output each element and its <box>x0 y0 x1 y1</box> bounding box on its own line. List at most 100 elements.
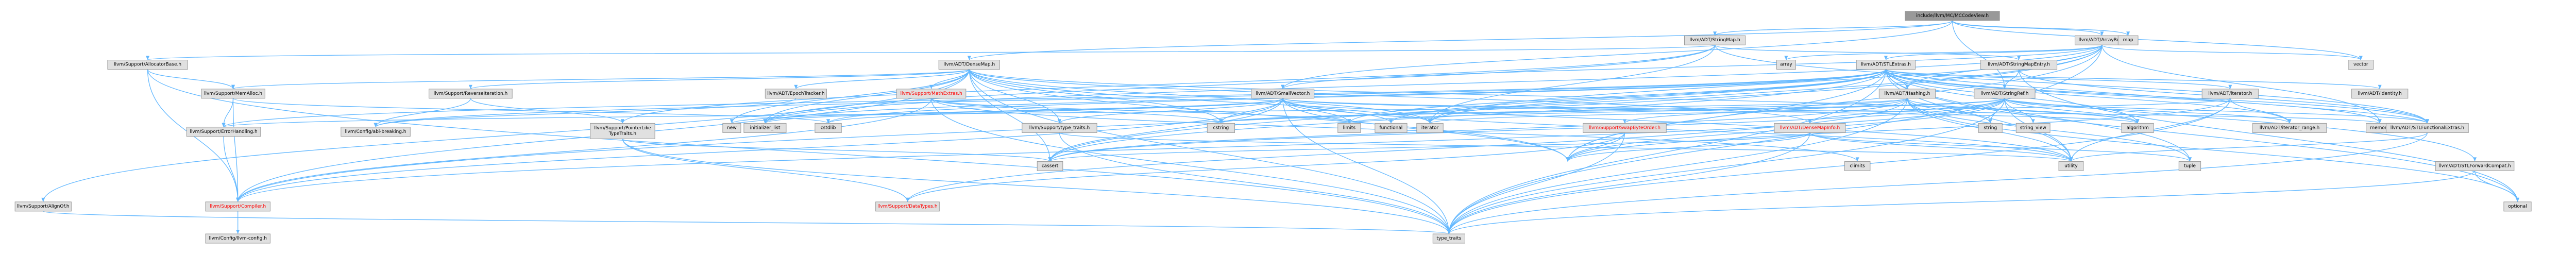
node-string_view[interactable]: string_view <box>2015 123 2050 133</box>
node-map[interactable]: map <box>2117 35 2139 45</box>
node-box <box>429 89 513 99</box>
node-adt_densemap[interactable]: llvm/ADT/DenseMap.h <box>938 60 1000 70</box>
node-adt_stringref[interactable]: llvm/ADT/StringRef.h <box>1974 89 2036 99</box>
node-support_mathextras[interactable]: llvm/Support/MathExtras.h <box>896 89 967 99</box>
node-support_errorhandling[interactable]: llvm/Support/ErrorHandling.h <box>186 127 261 137</box>
node-new[interactable]: new <box>722 123 741 133</box>
arrowhead-root-to-adt_densemap <box>967 56 971 60</box>
edge-adt_stlextras-to-adt_identity <box>1885 69 2380 90</box>
arrowhead-adt_stringmap-to-support_allocatorbase <box>146 56 150 60</box>
node-box <box>1856 60 1916 70</box>
node-label: llvm/ADT/StringMap.h <box>1690 38 1740 43</box>
edge-adt_densemap-to-utility <box>969 69 2072 162</box>
arrowhead-adt_densemap-to-support_reverseiteration <box>468 84 472 89</box>
node-support_reverseiteration[interactable]: llvm/Support/ReverseIteration.h <box>429 89 513 99</box>
node-box <box>1037 161 1063 171</box>
node-adt_stringmapentry[interactable]: llvm/ADT/StringMapEntry.h <box>1980 60 2058 70</box>
node-adt_stringmap[interactable]: llvm/ADT/StringMap.h <box>1684 35 1746 45</box>
node-adt_arrayref[interactable]: llvm/ADT/ArrayRef.h <box>2075 35 2129 45</box>
arrowhead-adt_stlforwardcompat-to-type_traits <box>1447 230 1451 234</box>
edge-adt_iterator-to-cstddef <box>1567 98 2231 162</box>
node-type_traits[interactable]: type_traits <box>1432 233 1465 244</box>
node-label: llvm/Support/MathExtras.h <box>900 91 962 96</box>
node-support_allocatorbase[interactable]: llvm/Support/AllocatorBase.h <box>107 60 188 70</box>
arrowhead-adt_densemapinfo-to-cassert <box>1048 157 1052 162</box>
arrowhead-adt_stringref-to-string <box>1988 119 1992 124</box>
arrowhead-adt_densemapinfo-to-tuple <box>2188 157 2192 162</box>
node-adt_iterator_range[interactable]: llvm/ADT/iterator_range.h <box>2252 123 2327 133</box>
node-box <box>590 123 655 139</box>
node-cassert[interactable]: cassert <box>1037 161 1063 171</box>
arrowhead-adt_arrayref-to-vector <box>2359 56 2363 60</box>
edge-adt_densemapinfo-to-utility <box>1809 132 2072 162</box>
arrowhead-adt_densemapinfo-to-cstddef <box>1566 157 1570 162</box>
node-label: llvm/Support/MemAlloc.h <box>204 91 262 96</box>
node-adt_hashing[interactable]: llvm/ADT/Hashing.h <box>1878 89 1936 99</box>
node-algorithm[interactable]: algorithm <box>2121 123 2154 133</box>
arrowhead-adt_stringref-to-algorithm <box>2136 119 2140 124</box>
node-config_llvm_config[interactable]: llvm/Config/llvm-config.h <box>205 233 270 244</box>
node-label: llvm/ADT/DenseMap.h <box>943 62 995 67</box>
node-adt_identity[interactable]: llvm/ADT/identity.h <box>2351 89 2409 99</box>
edge-adt_densemap-to-support_type_traits <box>969 69 1060 124</box>
node-support_memalloc[interactable]: llvm/Support/MemAlloc.h <box>201 89 265 99</box>
edge-adt_stringref-to-limits <box>1349 98 2005 124</box>
arrowhead-adt_stlfunctionalextras-to-adt_stlextras <box>1884 69 1888 74</box>
edge-support_allocatorbase-to-type_traits <box>147 69 1450 234</box>
node-cstdlib[interactable]: cstdlib <box>815 123 842 133</box>
arrowhead-adt_densemapinfo-to-utility <box>2069 157 2073 162</box>
node-adt_stlextras[interactable]: llvm/ADT/STLExtras.h <box>1856 60 1916 70</box>
node-vector[interactable]: vector <box>2348 60 2374 70</box>
node-box <box>2178 161 2201 171</box>
node-adt_stlforwardcompat[interactable]: llvm/ADT/STLForwardCompat.h <box>2435 161 2515 171</box>
node-adt_epochtracker[interactable]: llvm/ADT/EpochTracker.h <box>765 89 827 99</box>
edge-adt_stringref-to-cstring <box>1221 98 2005 124</box>
node-array[interactable]: array <box>1776 60 1796 70</box>
node-support_compiler[interactable]: llvm/Support/Compiler.h <box>205 201 270 212</box>
node-box <box>1774 123 1846 133</box>
node-adt_iterator[interactable]: llvm/ADT/iterator.h <box>2201 89 2259 99</box>
node-label: llvm/Support/SwapByteOrder.h <box>1589 125 1660 130</box>
edge-support_reverseiteration-to-support_pointerliketypetraits <box>470 98 623 124</box>
edge-adt_stlextras-to-type_traits <box>1448 69 1887 234</box>
edge-support_mathextras-to-cstring <box>930 98 1222 124</box>
node-label: llvm/Support/PointerLike <box>594 126 651 131</box>
edge-adt_stringmap-to-initializer_list <box>765 45 1716 124</box>
node-box <box>1583 123 1667 133</box>
node-support_swapbyteorder[interactable]: llvm/Support/SwapByteOrder.h <box>1583 123 1667 133</box>
arrowhead-adt_stringref-to-adt_stlfunctionalextras <box>2425 119 2429 124</box>
edge-adt_hashing-to-support_datatypes <box>907 98 1908 202</box>
node-label: cstdlib <box>821 125 836 130</box>
node-support_aligntof[interactable]: llvm/Support/AlignOf.h <box>14 201 72 212</box>
node-limits[interactable]: limits <box>1337 123 1361 133</box>
node-adt_smallvector[interactable]: llvm/ADT/SmallVector.h <box>1251 89 1315 99</box>
node-label: llvm/ADT/SmallVector.h <box>1256 91 1310 96</box>
node-adt_stlfunctionalextras[interactable]: llvm/ADT/STLFunctionalExtras.h <box>2385 123 2469 133</box>
arrowhead-adt_smallvector-to-cstdlib <box>826 119 831 124</box>
node-label: llvm/ADT/EpochTracker.h <box>767 91 825 96</box>
node-utility[interactable]: utility <box>2058 161 2084 171</box>
edge-adt_arrayref-to-array <box>1786 44 2103 61</box>
edge-root-to-adt_densemap <box>969 20 1953 61</box>
node-optional[interactable]: optional <box>2503 201 2532 212</box>
edge-adt_stlextras-to-tuple <box>1885 69 2191 162</box>
node-support_type_traits[interactable]: llvm/Support/type_traits.h <box>1022 123 1097 133</box>
node-string[interactable]: string <box>1978 123 2003 133</box>
edge-adt_iterator-to-iterator <box>1429 98 2231 124</box>
node-tuple[interactable]: tuple <box>2178 161 2201 171</box>
node-initializer_list[interactable]: initializer_list <box>743 123 787 133</box>
node-label: map <box>2123 38 2133 43</box>
node-box <box>743 123 787 133</box>
node-config_abi_breaking[interactable]: llvm/Config/abi-breaking.h <box>341 127 411 137</box>
node-support_datatypes[interactable]: llvm/Support/DataTypes.h <box>875 201 940 212</box>
edge-support_reverseiteration-to-config_abi_breaking <box>375 98 471 127</box>
node-iterator[interactable]: iterator <box>1416 123 1444 133</box>
edge-adt_stringref-to-algorithm <box>2004 98 2138 124</box>
node-climits[interactable]: climits <box>1844 161 1871 171</box>
node-adt_densemapinfo[interactable]: llvm/ADT/DenseMapInfo.h <box>1774 123 1846 133</box>
edge-adt_stlextras-to-adt_iterator <box>1885 69 2231 90</box>
node-cstring[interactable]: cstring <box>1207 123 1235 133</box>
node-box <box>1022 123 1097 133</box>
node-functional[interactable]: functional <box>1375 123 1408 133</box>
